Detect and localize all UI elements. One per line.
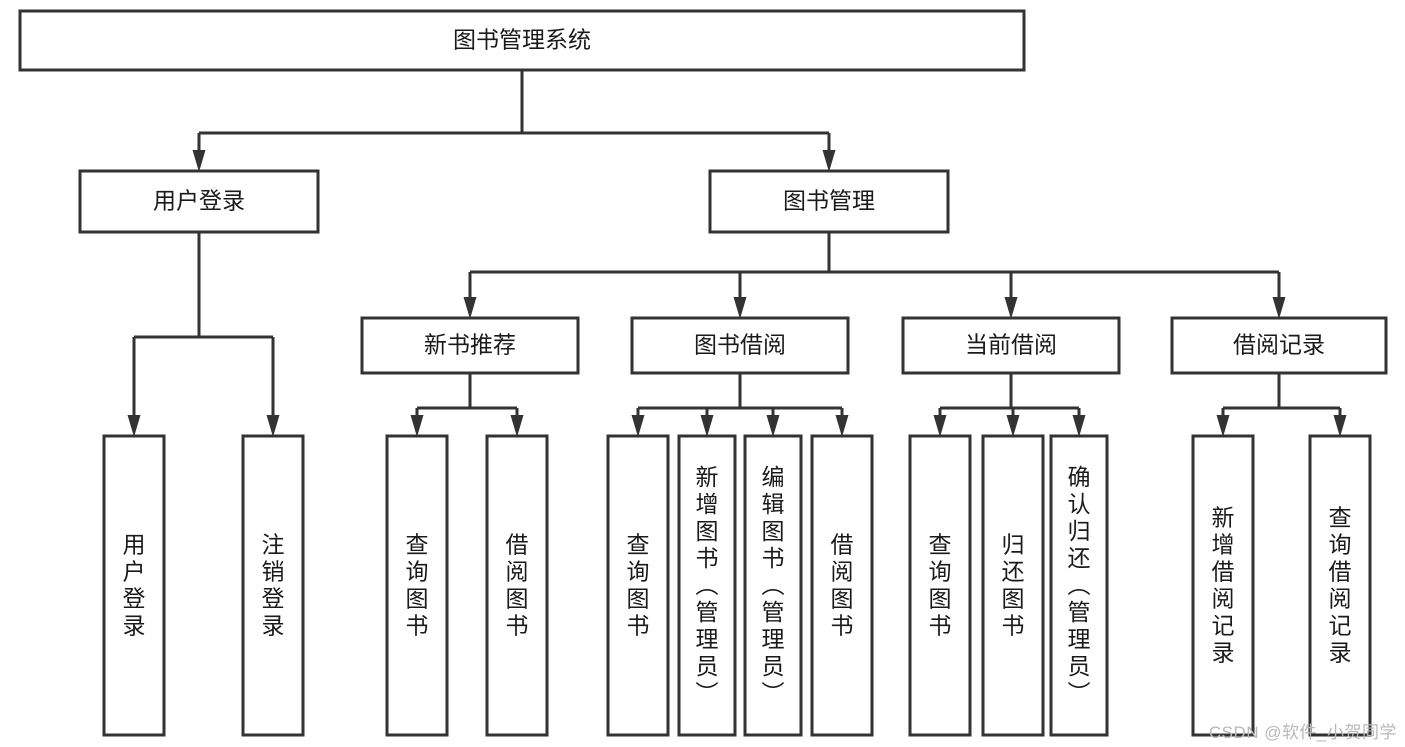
- node-l-user-login[interactable]: 用户登录: [102, 434, 166, 737]
- node-n-book-borrow[interactable]: 图书借阅: [630, 316, 850, 375]
- node-label: 查询图书: [627, 532, 650, 639]
- node-box: [677, 434, 737, 737]
- node-label: 用户登录: [123, 532, 146, 639]
- node-label: 注销登录: [262, 532, 285, 639]
- node-label: 借阅图书: [831, 532, 854, 639]
- node-l-return-book[interactable]: 归还图书: [981, 434, 1045, 737]
- node-label: 确认归还︵管理员︶: [1068, 464, 1091, 706]
- node-l-borrow-book-1[interactable]: 借阅图书: [485, 434, 549, 737]
- node-l-edit-book[interactable]: 编辑图书︵管理员︶: [743, 434, 803, 737]
- node-label: 新增借阅记录: [1212, 505, 1235, 666]
- node-l-add-record[interactable]: 新增借阅记录: [1191, 434, 1255, 737]
- node-layer: 图书管理系统用户登录图书管理新书推荐图书借阅当前借阅借阅记录用户登录注销登录查询…: [18, 9, 1388, 737]
- node-label: 查询图书: [406, 532, 429, 639]
- node-l-confirm-return[interactable]: 确认归还︵管理员︶: [1049, 434, 1109, 737]
- node-box: [1049, 434, 1109, 737]
- node-label: 查询借阅记录: [1329, 505, 1352, 666]
- node-box: [485, 434, 549, 737]
- node-label: 新书推荐: [424, 332, 516, 358]
- node-box: [981, 434, 1045, 737]
- node-label: 图书管理: [783, 188, 875, 214]
- node-l-query-book-1[interactable]: 查询图书: [385, 434, 449, 737]
- node-n-new-book-rec[interactable]: 新书推荐: [360, 316, 580, 375]
- node-box: [1191, 434, 1255, 737]
- connector-layer: [127, 70, 1347, 437]
- node-label: 借阅记录: [1233, 332, 1325, 358]
- node-l-borrow-book-2[interactable]: 借阅图书: [810, 434, 874, 737]
- node-label: 借阅图书: [506, 532, 529, 639]
- node-n-current-borrow[interactable]: 当前借阅: [901, 316, 1121, 375]
- node-label: 当前借阅: [965, 332, 1057, 358]
- node-label: 图书借阅: [694, 332, 786, 358]
- node-box: [1170, 316, 1388, 375]
- node-label: 新增图书︵管理员︶: [696, 464, 719, 706]
- node-box: [1308, 434, 1372, 737]
- node-l-query-book-3[interactable]: 查询图书: [908, 434, 972, 737]
- node-n-book-mgmt[interactable]: 图书管理: [708, 169, 950, 234]
- node-box: [606, 434, 670, 737]
- node-box: [102, 434, 166, 737]
- node-label: 图书管理系统: [453, 27, 591, 53]
- node-box: [385, 434, 449, 737]
- node-box: [901, 316, 1121, 375]
- node-box: [630, 316, 850, 375]
- node-label: 用户登录: [153, 188, 245, 214]
- node-box: [360, 316, 580, 375]
- node-n-user-login[interactable]: 用户登录: [78, 169, 320, 234]
- node-label: 查询图书: [929, 532, 952, 639]
- node-l-query-book-2[interactable]: 查询图书: [606, 434, 670, 737]
- node-box: [241, 434, 305, 737]
- node-label: 归还图书: [1002, 532, 1025, 639]
- node-box: [810, 434, 874, 737]
- node-root[interactable]: 图书管理系统: [18, 9, 1026, 72]
- node-l-add-book[interactable]: 新增图书︵管理员︶: [677, 434, 737, 737]
- node-l-logout[interactable]: 注销登录: [241, 434, 305, 737]
- node-box: [908, 434, 972, 737]
- node-label: 编辑图书︵管理员︶: [762, 464, 785, 706]
- node-box: [708, 169, 950, 234]
- node-box: [78, 169, 320, 234]
- node-l-query-record[interactable]: 查询借阅记录: [1308, 434, 1372, 737]
- node-n-borrow-record[interactable]: 借阅记录: [1170, 316, 1388, 375]
- node-box: [18, 9, 1026, 72]
- node-box: [743, 434, 803, 737]
